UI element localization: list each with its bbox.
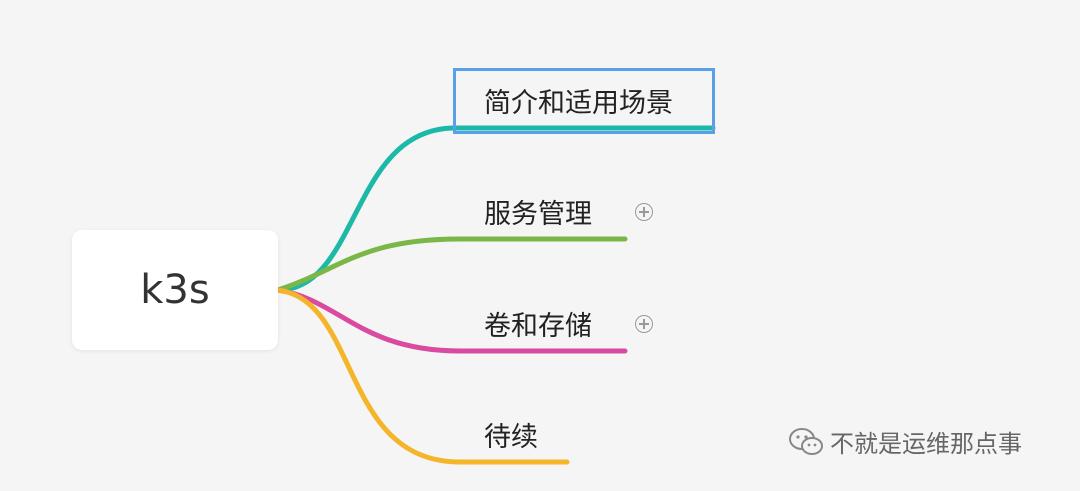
connector-line (275, 287, 570, 465)
watermark: 不就是运维那点事 (788, 424, 1022, 459)
branch-node-service[interactable]: 服务管理 (484, 201, 592, 228)
branch-node-tbc[interactable]: 待续 (484, 424, 538, 451)
branch-label: 待续 (484, 422, 538, 453)
branch-label: 简介和适用场景 (484, 88, 673, 119)
branch-node-storage[interactable]: 卷和存储 (484, 313, 592, 340)
watermark-text: 不就是运维那点事 (830, 430, 1022, 458)
branch-label: 卷和存储 (484, 311, 592, 342)
branch-node-intro[interactable]: 简介和适用场景 (484, 90, 673, 117)
branch-label: 服务管理 (484, 199, 592, 230)
root-node-label: k3s (140, 267, 210, 313)
expand-plus-icon[interactable] (635, 203, 653, 221)
root-node[interactable]: k3s (72, 230, 278, 350)
expand-plus-icon[interactable] (635, 315, 653, 333)
connector-line (275, 236, 628, 293)
wechat-icon (789, 427, 823, 455)
